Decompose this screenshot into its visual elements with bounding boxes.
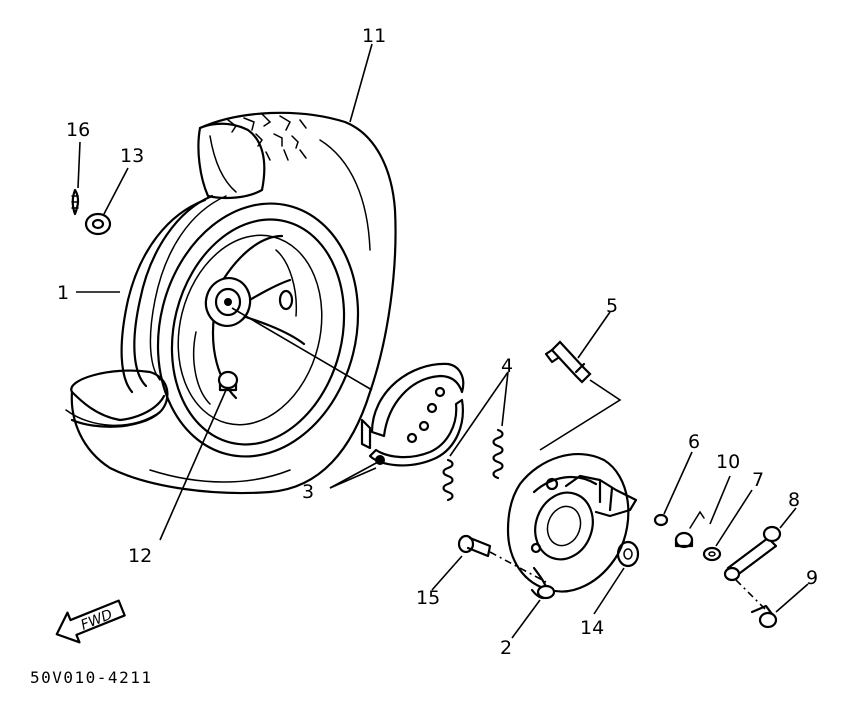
callout-4: 4 <box>501 355 513 377</box>
callout-8: 8 <box>788 489 800 511</box>
drawing-code: 50V010-4211 <box>30 668 153 687</box>
forward-direction-arrow: FWD <box>55 599 126 644</box>
callout-14: 14 <box>580 617 604 639</box>
washer-part-14 <box>616 540 640 568</box>
callout-9: 9 <box>806 567 818 589</box>
washer-part-7 <box>702 546 722 562</box>
o-ring-part-6 <box>653 513 669 527</box>
assembly-center-lines <box>231 307 769 613</box>
callout-11: 11 <box>362 25 386 47</box>
callout-1: 1 <box>57 282 69 304</box>
bolt-part-9 <box>750 604 778 629</box>
callout-7: 7 <box>752 469 764 491</box>
callout-6: 6 <box>688 431 700 453</box>
callout-16: 16 <box>66 119 90 141</box>
fwd-label: FWD <box>79 607 115 634</box>
callout-5: 5 <box>606 295 618 317</box>
callout-3: 3 <box>302 481 314 503</box>
brake-shoe-plate-part-2 <box>506 453 638 600</box>
callout-15: 15 <box>416 587 440 609</box>
callout-13: 13 <box>120 145 144 167</box>
wheel-rim-part-1 <box>156 202 360 458</box>
axle-nut-part-12 <box>217 370 239 392</box>
callout-12: 12 <box>128 545 152 567</box>
brake-cam-lever-part-8 <box>723 525 782 582</box>
valve-stem-part-16 <box>71 188 80 216</box>
callout-2: 2 <box>500 637 512 659</box>
callout-leader-lines <box>76 43 809 639</box>
bolt-part-15 <box>457 534 492 558</box>
tire-part-11 <box>65 111 397 495</box>
indicator-plate-part-10 <box>674 510 705 549</box>
callout-labels: 1 2 3 4 5 6 7 8 9 10 11 12 13 14 15 16 <box>57 25 818 659</box>
springs-part-4 <box>442 428 504 502</box>
brake-camshaft-part-5 <box>544 340 592 384</box>
valve-nut-part-13 <box>84 212 112 236</box>
callout-10: 10 <box>716 451 740 473</box>
brake-shoes-part-3 <box>360 362 465 467</box>
